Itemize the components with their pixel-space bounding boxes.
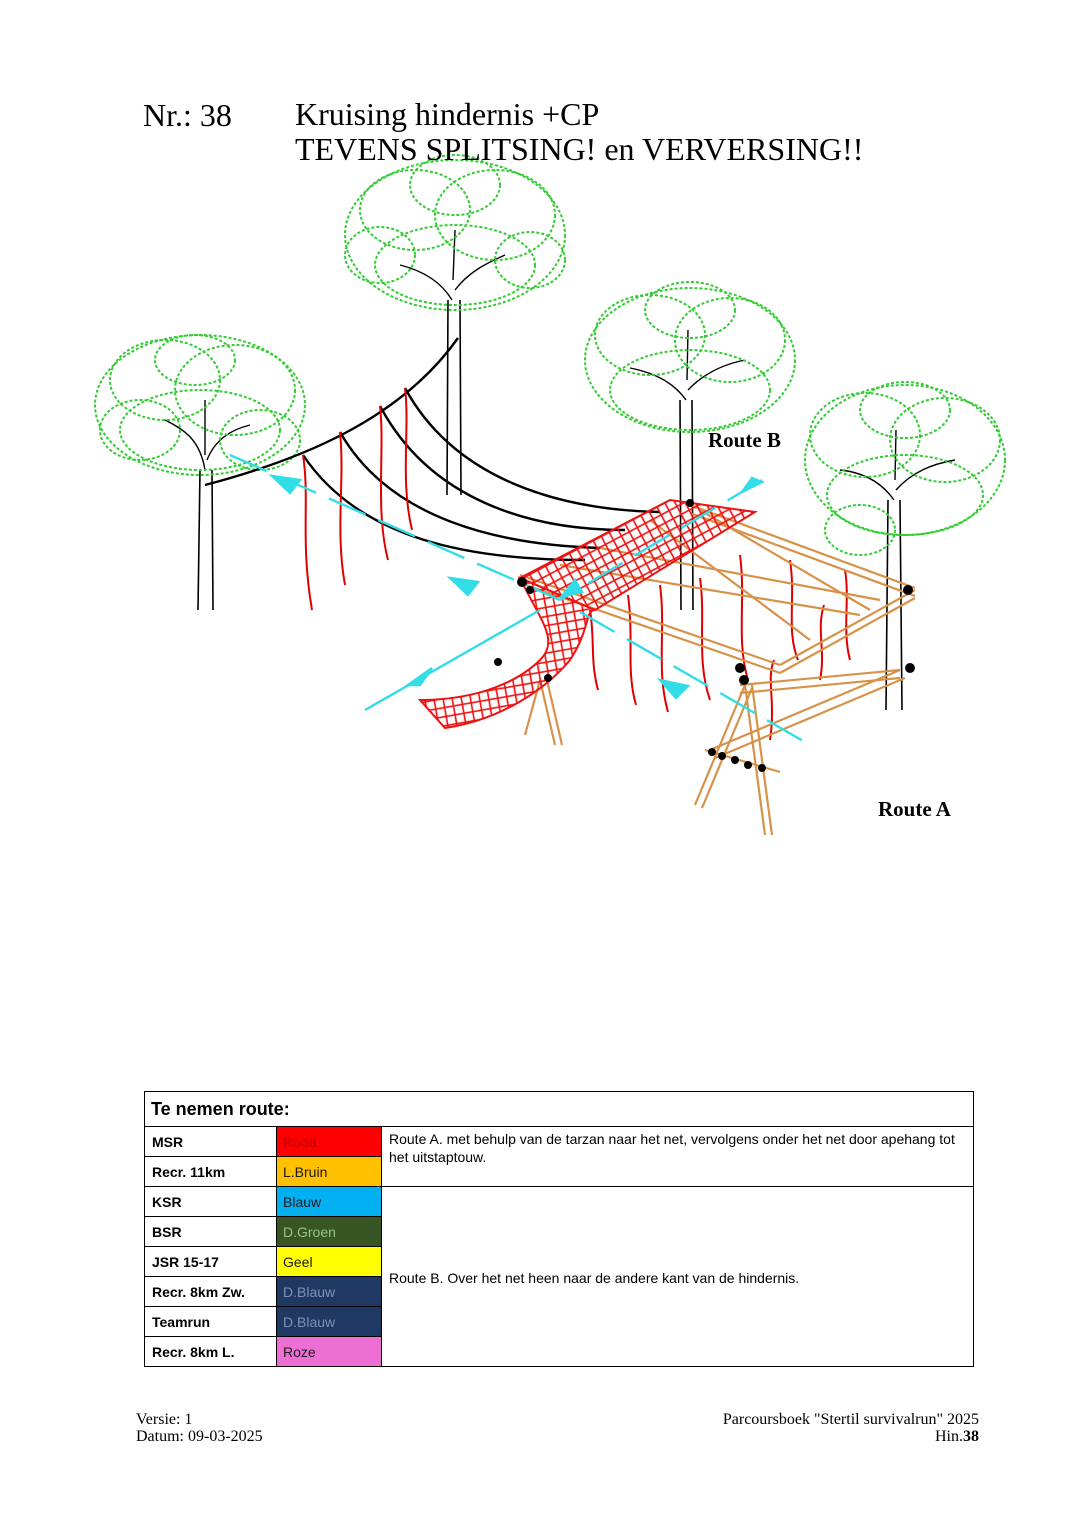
ropes xyxy=(205,338,660,560)
version: Versie: 1 xyxy=(136,1411,263,1428)
title-line-1: Kruising hindernis +CP xyxy=(295,97,863,132)
route-a-label: Route A xyxy=(878,797,951,822)
page-ref: Hin.38 xyxy=(723,1428,979,1445)
page-prefix: Hin. xyxy=(935,1428,963,1445)
table-row: KSR Blauw Route B. Over het net heen naa… xyxy=(145,1187,974,1217)
footer-left: Versie: 1 Datum: 09-03-2025 xyxy=(136,1411,263,1445)
tree-right-front xyxy=(805,382,1005,710)
color-cell: D.Blauw xyxy=(277,1277,382,1307)
date: Datum: 09-03-2025 xyxy=(136,1428,263,1445)
route-name: KSR xyxy=(145,1187,277,1217)
title-line-2: TEVENS SPLITSING! en VERVERSING!! xyxy=(295,132,863,167)
route-name: Recr. 11km xyxy=(145,1157,277,1187)
color-cell: Blauw xyxy=(277,1187,382,1217)
color-cell: D.Groen xyxy=(277,1217,382,1247)
color-cell: Geel xyxy=(277,1247,382,1277)
route-b-label: Route B xyxy=(708,428,781,453)
route-name: JSR 15-17 xyxy=(145,1247,277,1277)
tree-left xyxy=(95,335,305,610)
route-name: Recr. 8km L. xyxy=(145,1337,277,1367)
color-cell: L.Bruin xyxy=(277,1157,382,1187)
route-name: Recr. 8km Zw. xyxy=(145,1277,277,1307)
table-heading: Te nemen route: xyxy=(145,1092,974,1127)
obstacle-number: Nr.: 38 xyxy=(143,97,232,134)
footer-right: Parcoursboek "Stertil survivalrun" 2025 … xyxy=(723,1411,979,1445)
page-number: 38 xyxy=(963,1428,979,1445)
route-table: Te nemen route: MSR Rood Route A. met be… xyxy=(144,1091,974,1367)
net xyxy=(420,500,755,728)
color-cell: D.Blauw xyxy=(277,1307,382,1337)
route-a-description: Route A. met behulp van de tarzan naar h… xyxy=(382,1127,974,1187)
table-row: MSR Rood Route A. met behulp van de tarz… xyxy=(145,1127,974,1157)
color-cell: Roze xyxy=(277,1337,382,1367)
route-name: Teamrun xyxy=(145,1307,277,1337)
book-title: Parcoursboek "Stertil survivalrun" 2025 xyxy=(723,1411,979,1428)
color-cell: Rood xyxy=(277,1127,382,1157)
obstacle-title: Kruising hindernis +CP TEVENS SPLITSING!… xyxy=(295,97,863,167)
route-name: BSR xyxy=(145,1217,277,1247)
tree-center xyxy=(345,155,565,495)
route-name: MSR xyxy=(145,1127,277,1157)
route-b-description: Route B. Over het net heen naar de ander… xyxy=(382,1187,974,1367)
